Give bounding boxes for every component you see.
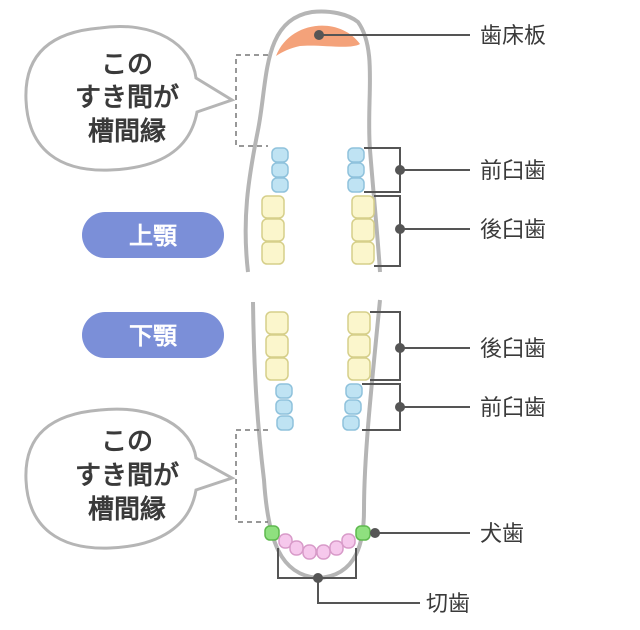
leader-dots bbox=[313, 165, 405, 583]
leader-lines bbox=[277, 34, 470, 604]
lower-molars bbox=[265, 311, 371, 381]
label-canine: 犬歯 bbox=[480, 522, 524, 547]
bubble-upper-line3: 槽間縁 bbox=[88, 116, 166, 147]
upper-jaw-pill-label: 上顎 bbox=[129, 222, 178, 250]
bubble-upper-line2: すき間が bbox=[75, 82, 179, 113]
upper-jaw-pill bbox=[82, 212, 224, 258]
bubble-lower-line1: この bbox=[101, 427, 153, 457]
label-palatine-plate: 歯床板 bbox=[480, 24, 546, 49]
label-upper-molar: 後臼歯 bbox=[480, 218, 546, 243]
lower-jaw-pill-label: 下顎 bbox=[129, 322, 178, 350]
label-lower-molar: 後臼歯 bbox=[480, 337, 546, 362]
bubble-upper-line1: この bbox=[101, 50, 153, 80]
label-incisor: 切歯 bbox=[426, 592, 470, 617]
incisors bbox=[278, 533, 356, 560]
lower-jaw-pill bbox=[82, 312, 224, 358]
speech-bubble-upper bbox=[24, 25, 236, 172]
lower-premolars bbox=[275, 383, 363, 431]
dashed-brackets bbox=[235, 54, 268, 523]
upper-molars bbox=[261, 195, 375, 265]
upper-premolars bbox=[271, 147, 365, 193]
palatine-plate bbox=[276, 25, 360, 56]
speech-bubble-lower bbox=[24, 407, 236, 550]
bubble-lower-line3: 槽間縁 bbox=[88, 494, 166, 525]
bubble-lower-line2: すき間が bbox=[75, 460, 179, 491]
label-upper-premolar: 前臼歯 bbox=[480, 159, 546, 184]
upper-jaw-outline bbox=[243, 9, 382, 273]
label-lower-premolar: 前臼歯 bbox=[480, 396, 546, 421]
